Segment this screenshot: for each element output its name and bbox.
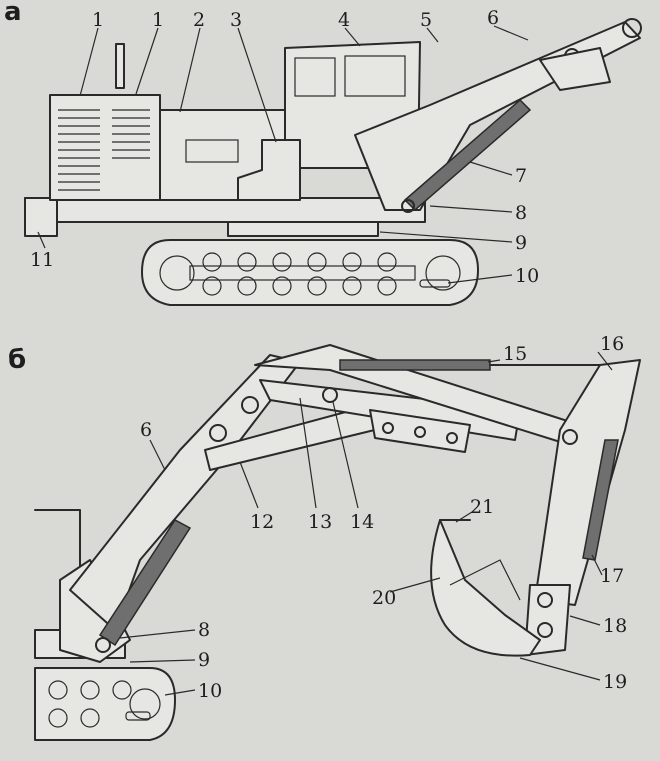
stick-segment-a: [539, 47, 611, 91]
stick-pivot-b: [562, 429, 578, 445]
label-a-9: 9: [515, 232, 527, 254]
cylinder-pin-a: [401, 199, 415, 213]
leaders-b: [119, 351, 613, 696]
bucket-side-20-b: [449, 559, 521, 601]
label-b-20: 20: [372, 587, 396, 609]
cab-window-right-a: [344, 55, 406, 97]
panel-b-label: б: [8, 345, 26, 375]
body-window-a: [185, 139, 239, 163]
boom-cylinder-a: [403, 98, 532, 212]
label-b-8: 8: [198, 619, 210, 641]
track-rollers-b: [48, 680, 161, 728]
label-a-3: 3: [230, 9, 242, 31]
pin-14-b: [322, 387, 338, 403]
boom-pin-b: [209, 424, 227, 442]
panel-b: б: [8, 333, 641, 741]
cab-window-left-a: [294, 57, 336, 97]
label-b-6: 6: [140, 419, 152, 441]
engine-housing-a: [49, 94, 161, 201]
stick-cylinder-15-b: [339, 359, 491, 371]
boom-b: [69, 354, 301, 631]
label-b-19: 19: [603, 671, 627, 693]
stick-16-b: [534, 359, 641, 606]
label-a-1b: 1: [152, 9, 164, 31]
crawler-track-a: [141, 239, 479, 306]
label-a-11: 11: [30, 249, 54, 271]
label-b-14: 14: [350, 511, 374, 533]
label-b-9: 9: [198, 649, 210, 671]
boom-pin-b2: [241, 396, 259, 414]
label-a-8: 8: [515, 202, 527, 224]
label-b-17: 17: [600, 565, 624, 587]
label-a-1: 1: [92, 9, 104, 31]
label-a-10: 10: [515, 265, 539, 287]
label-b-12: 12: [250, 511, 274, 533]
slewing-mechanism-a: [237, 139, 301, 201]
crawler-track-b: [34, 667, 176, 741]
label-a-4: 4: [338, 9, 350, 31]
boom-cylinder-pin-b: [95, 637, 111, 653]
platform-a: [24, 197, 426, 223]
label-b-13: 13: [308, 511, 332, 533]
label-a-5: 5: [420, 9, 432, 31]
bucket-b: [430, 519, 541, 657]
exhaust-pipe-a: [115, 43, 125, 89]
label-b-21: 21: [470, 496, 494, 518]
label-a-6: 6: [487, 7, 499, 29]
hinge-plate-14-b: [369, 409, 471, 453]
label-b-15: 15: [503, 343, 527, 365]
panel-a-label: а: [4, 0, 22, 27]
panel-a: а: [4, 0, 642, 306]
radiator-grille-a: [58, 109, 150, 191]
label-b-18: 18: [603, 615, 627, 637]
boom-tip-pin-a: [622, 18, 642, 38]
counterweight-a: [24, 197, 58, 237]
label-b-10: 10: [198, 680, 222, 702]
label-b-16: 16: [600, 333, 624, 355]
label-a-2: 2: [193, 9, 205, 31]
leaders-a: [37, 25, 529, 284]
label-a-7: 7: [515, 165, 527, 187]
